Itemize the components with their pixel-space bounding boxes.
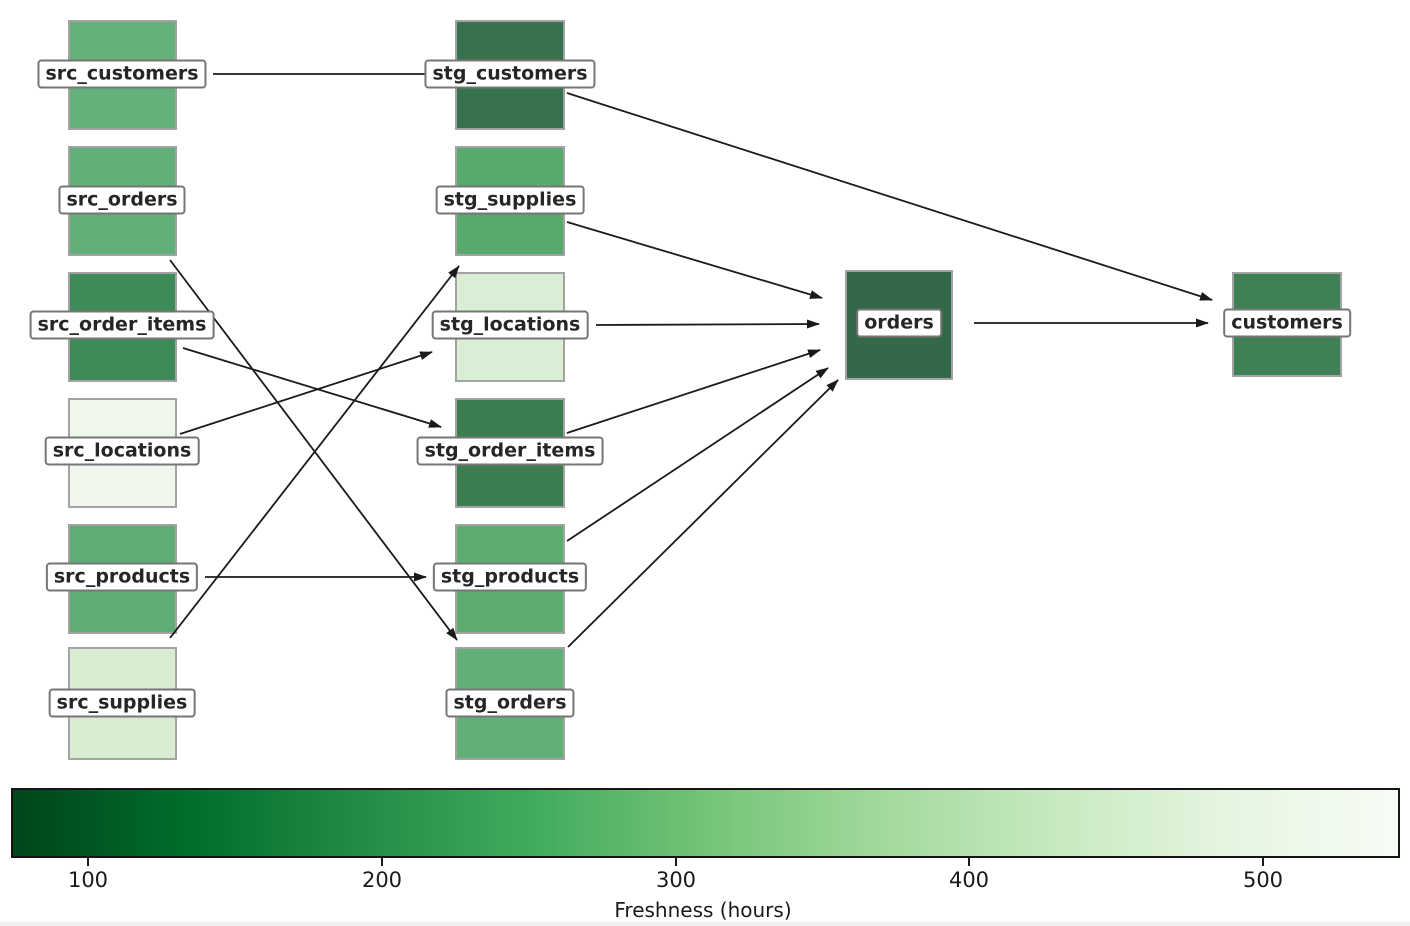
edge-src_order_items-to-stg_order_items bbox=[182, 347, 442, 428]
edge-stg_order_items-to-orders bbox=[566, 349, 821, 434]
colorbar-ticklabel-400: 400 bbox=[948, 868, 990, 892]
colorbar-tick-300 bbox=[675, 858, 677, 866]
colorbar-tick-100 bbox=[87, 858, 89, 866]
colorbar-ticklabel-500: 500 bbox=[1242, 868, 1284, 892]
colorbar-tick-200 bbox=[381, 858, 383, 866]
edge-stg_products-to-orders bbox=[566, 367, 829, 542]
bottom-edge-strip bbox=[0, 922, 1410, 926]
colorbar-gradient bbox=[11, 788, 1400, 858]
edge-stg_supplies-to-orders bbox=[566, 221, 823, 299]
edge-src_supplies-to-stg_supplies bbox=[169, 265, 460, 639]
edge-stg_locations-to-orders bbox=[595, 319, 820, 329]
edge-stg_customers-to-customers bbox=[566, 92, 1213, 301]
edge-stg_orders-to-orders bbox=[567, 379, 839, 648]
colorbar-ticklabel-100: 100 bbox=[67, 868, 109, 892]
colorbar-tick-400 bbox=[968, 858, 970, 866]
colorbar-tick-500 bbox=[1262, 858, 1264, 866]
colorbar-ticklabel-300: 300 bbox=[655, 868, 697, 892]
colorbar-axis-label: Freshness (hours) bbox=[614, 898, 792, 922]
edge-src_locations-to-stg_locations bbox=[179, 351, 433, 435]
colorbar-ticklabel-200: 200 bbox=[361, 868, 403, 892]
